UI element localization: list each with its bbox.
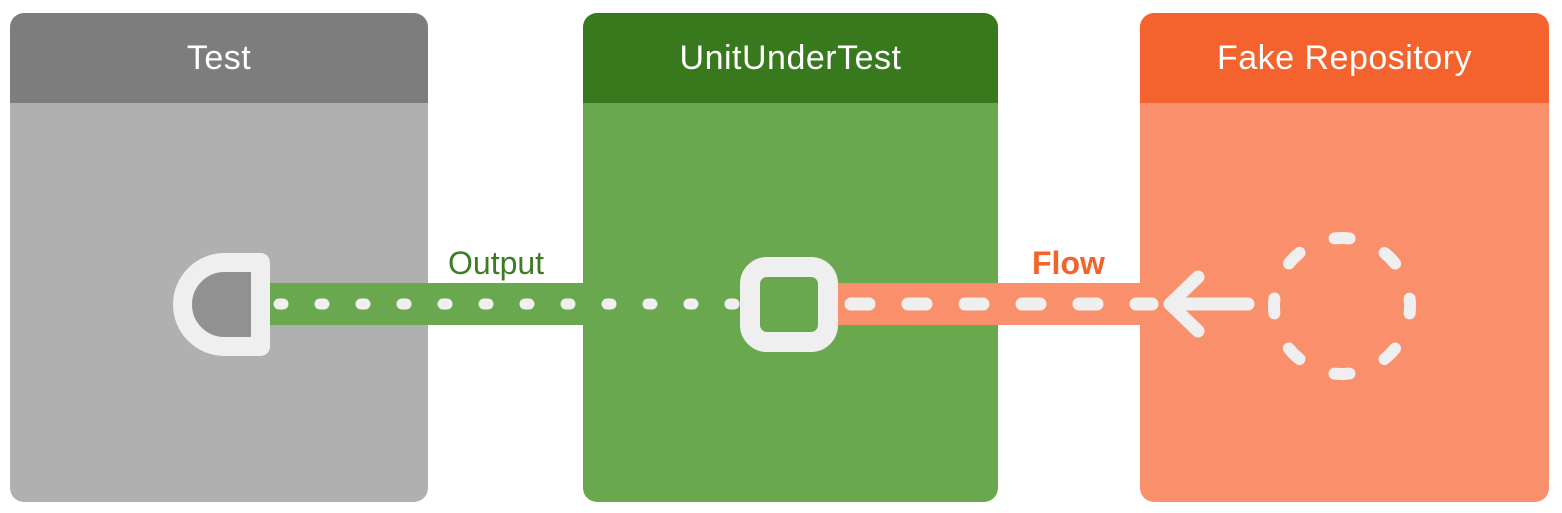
box-test-header: Test (10, 13, 428, 103)
box-fake-repository-header: Fake Repository (1140, 13, 1549, 103)
box-unit-under-test-title: UnitUnderTest (679, 38, 902, 77)
box-fake-repository: Fake Repository (1140, 13, 1549, 502)
output-label: Output (448, 245, 545, 281)
box-fake-repository-title: Fake Repository (1216, 38, 1473, 77)
box-unit-under-test-body (583, 103, 998, 502)
box-fake-repository-body (1140, 103, 1549, 502)
flow-label: Flow (1032, 245, 1105, 281)
box-test: Test (10, 13, 428, 502)
box-test-title: Test (186, 38, 252, 77)
box-unit-under-test-header: UnitUnderTest (583, 13, 998, 103)
box-unit-under-test: UnitUnderTest (583, 13, 998, 502)
box-test-body (10, 103, 428, 502)
